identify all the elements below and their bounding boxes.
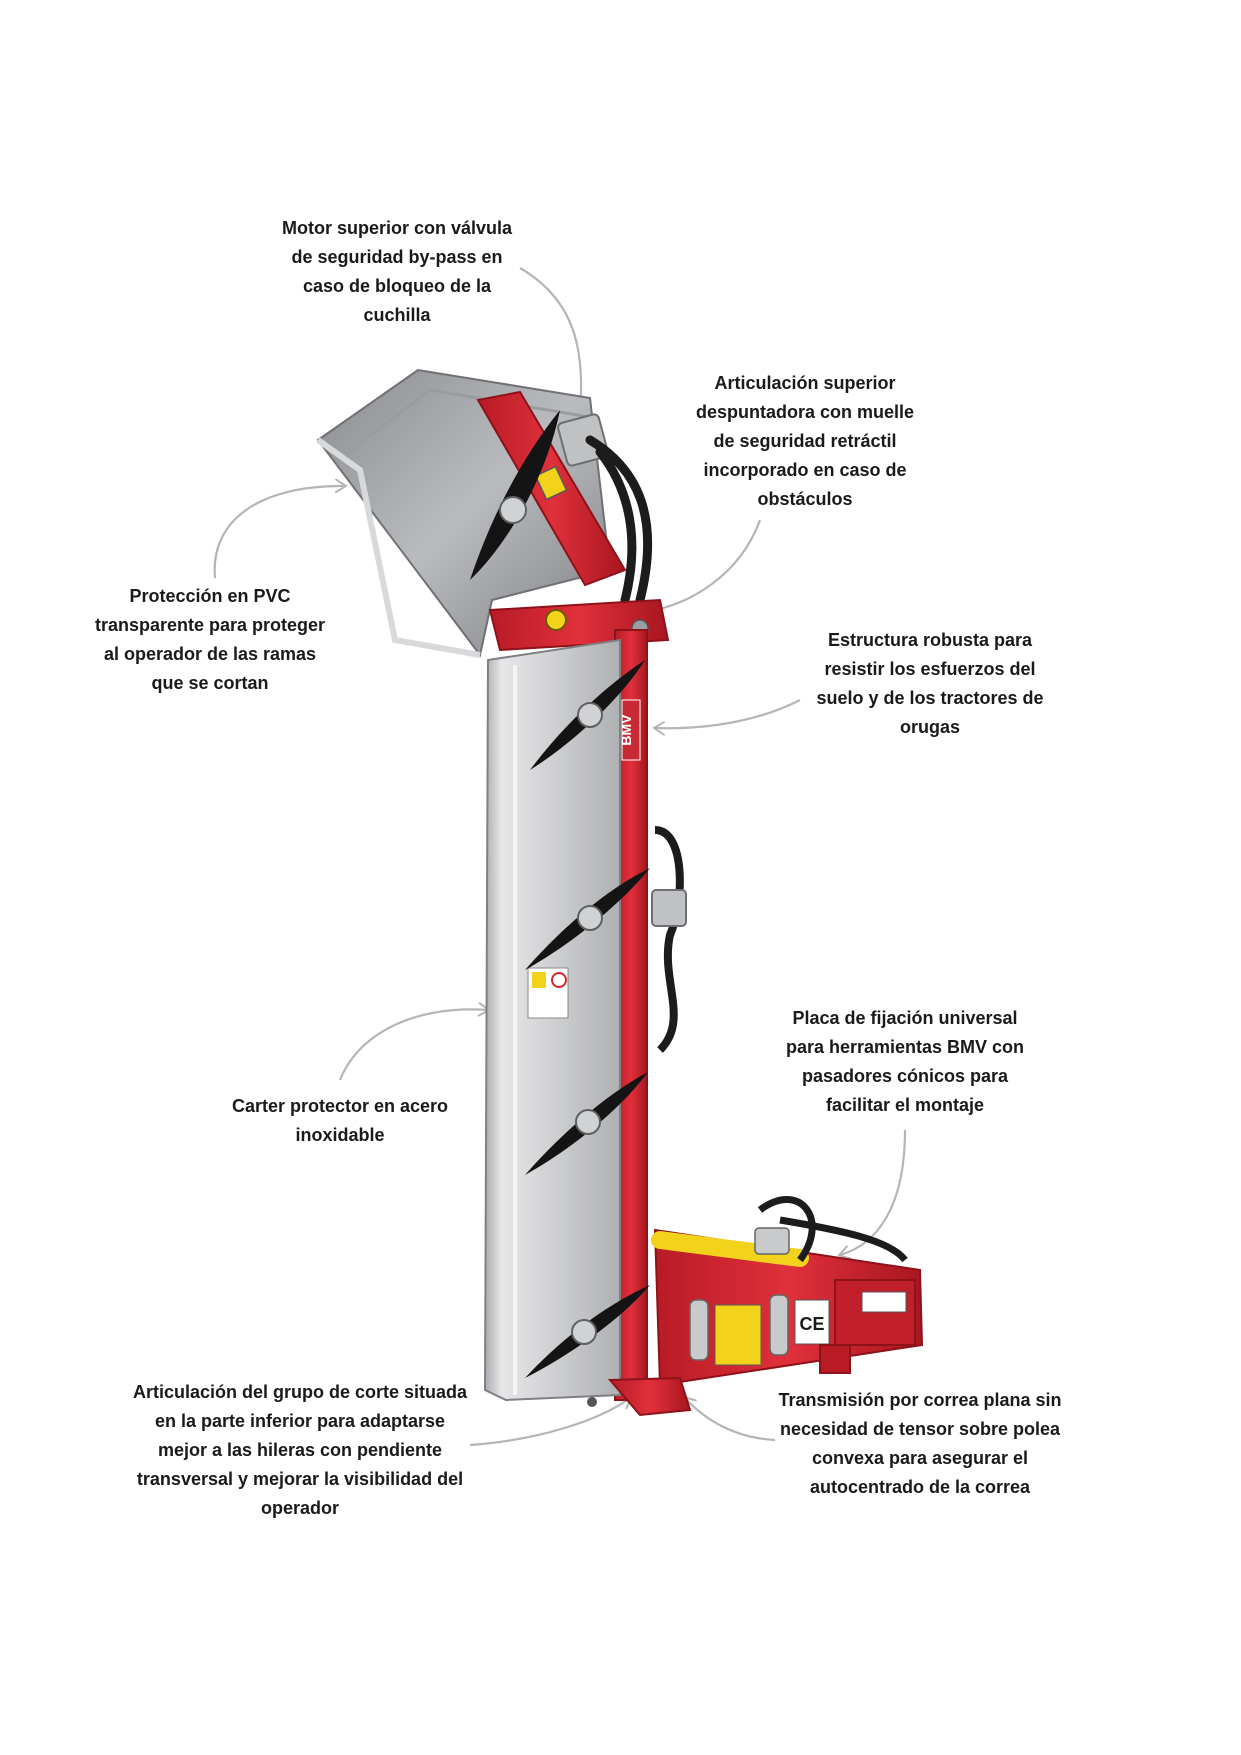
blade-2 (525, 868, 650, 970)
label-carter: Carter protector en acero inoxidable (231, 1096, 449, 1145)
mid-hoses (651, 826, 687, 1053)
stainless-carter (483, 638, 621, 1402)
arrow-estructura (655, 699, 801, 728)
mounting-plate: CE (653, 1228, 924, 1387)
label-articulacion-superior: Articulación superior despuntadora con m… (695, 373, 915, 509)
label-articulacion-inferior: Articulación del grupo de corte situada … (132, 1382, 468, 1518)
label-estructura: Estructura robusta para resistir los esf… (816, 630, 1044, 737)
hydraulic-cylinder (651, 1196, 908, 1267)
arrow-transmision (685, 1398, 776, 1442)
label-proteccion-pvc: Protección en PVC transparente para prot… (94, 586, 326, 693)
annotation-arrows (213, 267, 907, 1447)
lower-articulation (587, 1376, 692, 1417)
ce-mark: CE (799, 1314, 824, 1334)
label-transmision: Transmisión por correa plana sin necesid… (778, 1390, 1062, 1497)
blade-1 (530, 660, 645, 770)
blade-4 (525, 1285, 650, 1378)
arrow-placa (840, 1129, 907, 1255)
arrow-carter (338, 1009, 488, 1081)
brand-mark: BMV (618, 714, 634, 746)
label-placa: Placa de fijación universal para herrami… (785, 1008, 1025, 1115)
blade-3 (525, 1072, 648, 1175)
arrow-motor (519, 267, 581, 412)
label-motor: Motor superior con válvula de seguridad … (281, 218, 513, 325)
upper-motor (476, 390, 627, 587)
upper-blade (470, 410, 560, 580)
arrow-articulacion-superior (645, 519, 762, 612)
arrow-proteccion-pvc (213, 486, 345, 579)
upper-hoses (585, 435, 653, 605)
arrow-articulacion-inferior (469, 1398, 630, 1447)
cutting-blades (525, 660, 650, 1378)
